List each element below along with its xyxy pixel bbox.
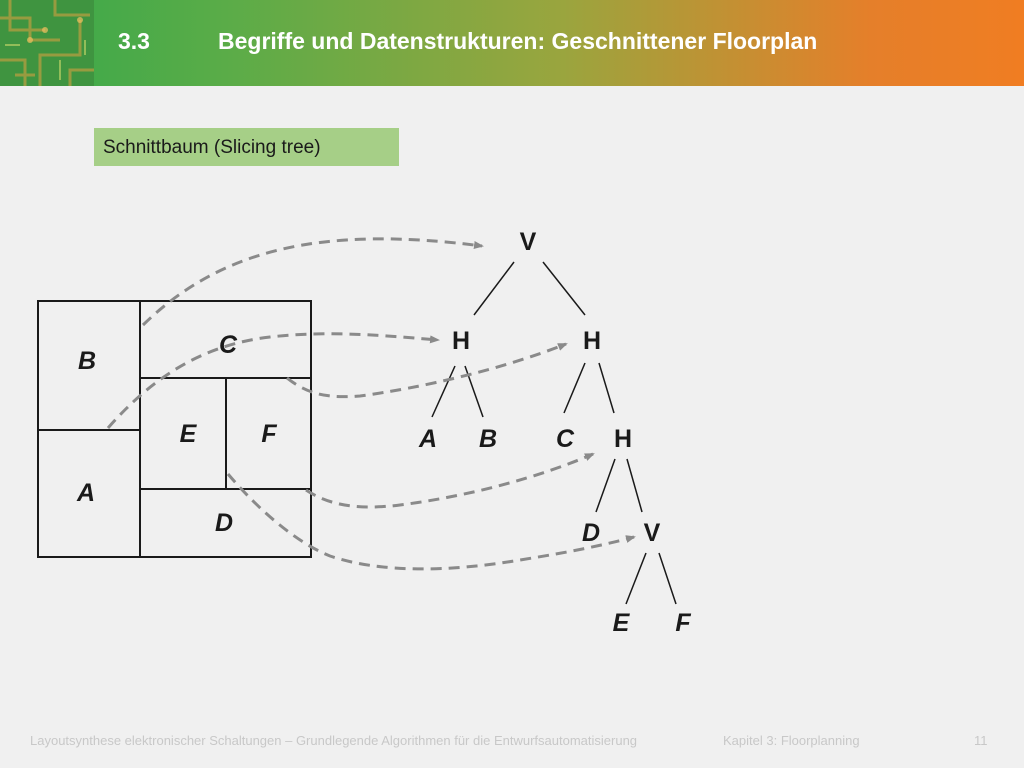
- circuit-logo-icon: [0, 0, 94, 86]
- edge-root-hleft: [473, 261, 515, 316]
- edge-vinner-e: [625, 552, 647, 605]
- footer-course: Layoutsynthese elektronischer Schaltunge…: [30, 733, 638, 748]
- tree-node-root-v: V: [520, 228, 537, 256]
- edge-hleft-a: [431, 365, 456, 418]
- arrow-cut-d-to-hinner: [305, 452, 595, 509]
- tree-node-v-inner: V: [644, 519, 661, 547]
- block-label-a: A: [76, 479, 95, 507]
- tree-node-h-right: H: [583, 327, 601, 355]
- slide-title: Begriffe und Datenstrukturen: Geschnitte…: [218, 28, 818, 54]
- tree-leaf-f: F: [675, 609, 691, 637]
- subtitle-box: Schnittbaum (Slicing tree): [94, 128, 399, 166]
- edge-hinner-vinner: [626, 458, 643, 513]
- edge-root-hright: [542, 261, 586, 316]
- tree-leaf-d: D: [582, 519, 600, 547]
- edge-hright-hinner: [598, 362, 615, 414]
- block-label-d: D: [215, 509, 233, 537]
- mapping-arrows: [106, 237, 636, 571]
- arrow-cut-to-root: [141, 237, 484, 327]
- edge-vinner-f: [658, 552, 677, 605]
- block-label-b: B: [78, 347, 96, 375]
- arrow-cut-ef-to-vinner: [226, 473, 636, 571]
- tree-leaf-a: A: [418, 425, 437, 453]
- section-number: 3.3: [118, 28, 150, 54]
- block-label-f: F: [261, 420, 277, 448]
- tree-node-h-left: H: [452, 327, 470, 355]
- block-label-e: E: [180, 420, 198, 448]
- edge-hinner-d: [595, 458, 616, 513]
- header-bar: 3.3 Begriffe und Datenstrukturen: Geschn…: [0, 0, 1024, 86]
- tree-node-h-inner: H: [614, 425, 632, 453]
- footer-page-number: 11: [974, 733, 988, 748]
- tree-leaf-b: B: [479, 425, 497, 453]
- footer-chapter: Kapitel 3: Floorplanning: [723, 733, 860, 748]
- tree-leaf-e: E: [613, 609, 631, 637]
- floorplan: [37, 300, 312, 558]
- edge-hright-c: [563, 362, 586, 414]
- subtitle-label: Schnittbaum (Slicing tree): [103, 137, 321, 158]
- tree-edges: [431, 261, 677, 605]
- arrow-cut-ab-to-hleft: [106, 332, 440, 429]
- arrow-cut-c-to-hright: [286, 342, 568, 399]
- tree-leaf-c: C: [556, 425, 575, 453]
